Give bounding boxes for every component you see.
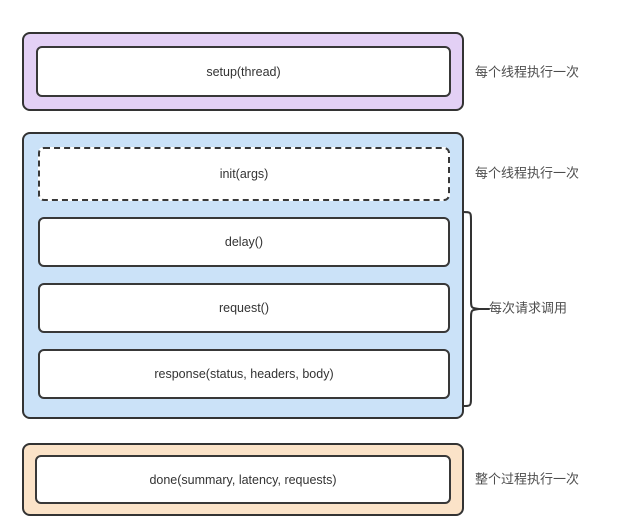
setup-stage-container: setup(thread) xyxy=(22,32,464,111)
done-node: done(summary, latency, requests) xyxy=(35,455,451,504)
request-node-label: request() xyxy=(218,301,270,315)
per-request-brace-icon xyxy=(462,211,490,407)
done-node-label: done(summary, latency, requests) xyxy=(149,472,337,487)
done-stage-container: done(summary, latency, requests) xyxy=(22,443,464,516)
setup-node-label: setup(thread) xyxy=(206,64,281,79)
response-node-label: response(status, headers, body) xyxy=(154,367,334,381)
thread-stage-container: init(args) delay() request() response(st… xyxy=(22,132,464,419)
init-annotation: 每个线程执行一次 xyxy=(475,165,580,181)
delay-node-label: delay() xyxy=(224,235,264,249)
init-node-label: init(args) xyxy=(219,167,269,181)
delay-node: delay() xyxy=(38,217,450,267)
done-annotation: 整个过程执行一次 xyxy=(475,471,580,487)
setup-node: setup(thread) xyxy=(36,46,451,97)
init-node: init(args) xyxy=(38,147,450,201)
per-request-annotation: 每次请求调用 xyxy=(489,300,568,316)
setup-annotation: 每个线程执行一次 xyxy=(475,64,580,80)
response-node: response(status, headers, body) xyxy=(38,349,450,399)
request-node: request() xyxy=(38,283,450,333)
